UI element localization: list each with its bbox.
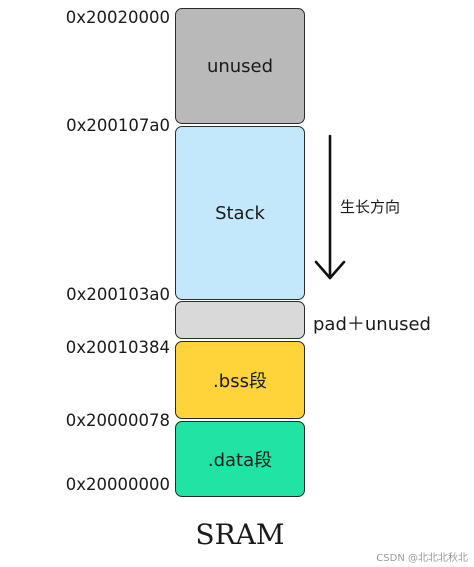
address-label-stack-top: 0x200107a0 xyxy=(66,116,170,135)
growth-direction-label: 生长方向 xyxy=(340,198,401,216)
unused-block: unused xyxy=(175,8,305,124)
address-label-stack-bottom: 0x200103a0 xyxy=(66,285,170,304)
bss-block: .bss段 xyxy=(175,341,305,419)
address-label-bss-top: 0x20010384 xyxy=(65,338,170,357)
down-arrow-icon xyxy=(314,134,346,280)
pad-unused-label: pad＋unused xyxy=(313,314,431,335)
stack-block: Stack xyxy=(175,126,305,300)
address-label-top: 0x20020000 xyxy=(65,8,170,27)
data-block-label: .data段 xyxy=(207,450,273,471)
diagram-title: SRAM xyxy=(195,518,285,551)
unused-block-label: unused xyxy=(206,55,274,77)
data-block: .data段 xyxy=(175,421,305,497)
address-label-data-top: 0x20000078 xyxy=(65,411,170,430)
bss-block-label: .bss段 xyxy=(213,371,267,392)
address-label-bottom: 0x20000000 xyxy=(65,475,170,494)
pad-block xyxy=(175,301,305,339)
watermark: CSDN @北北北秋北 xyxy=(376,553,468,564)
stack-block-label: Stack xyxy=(215,202,265,224)
